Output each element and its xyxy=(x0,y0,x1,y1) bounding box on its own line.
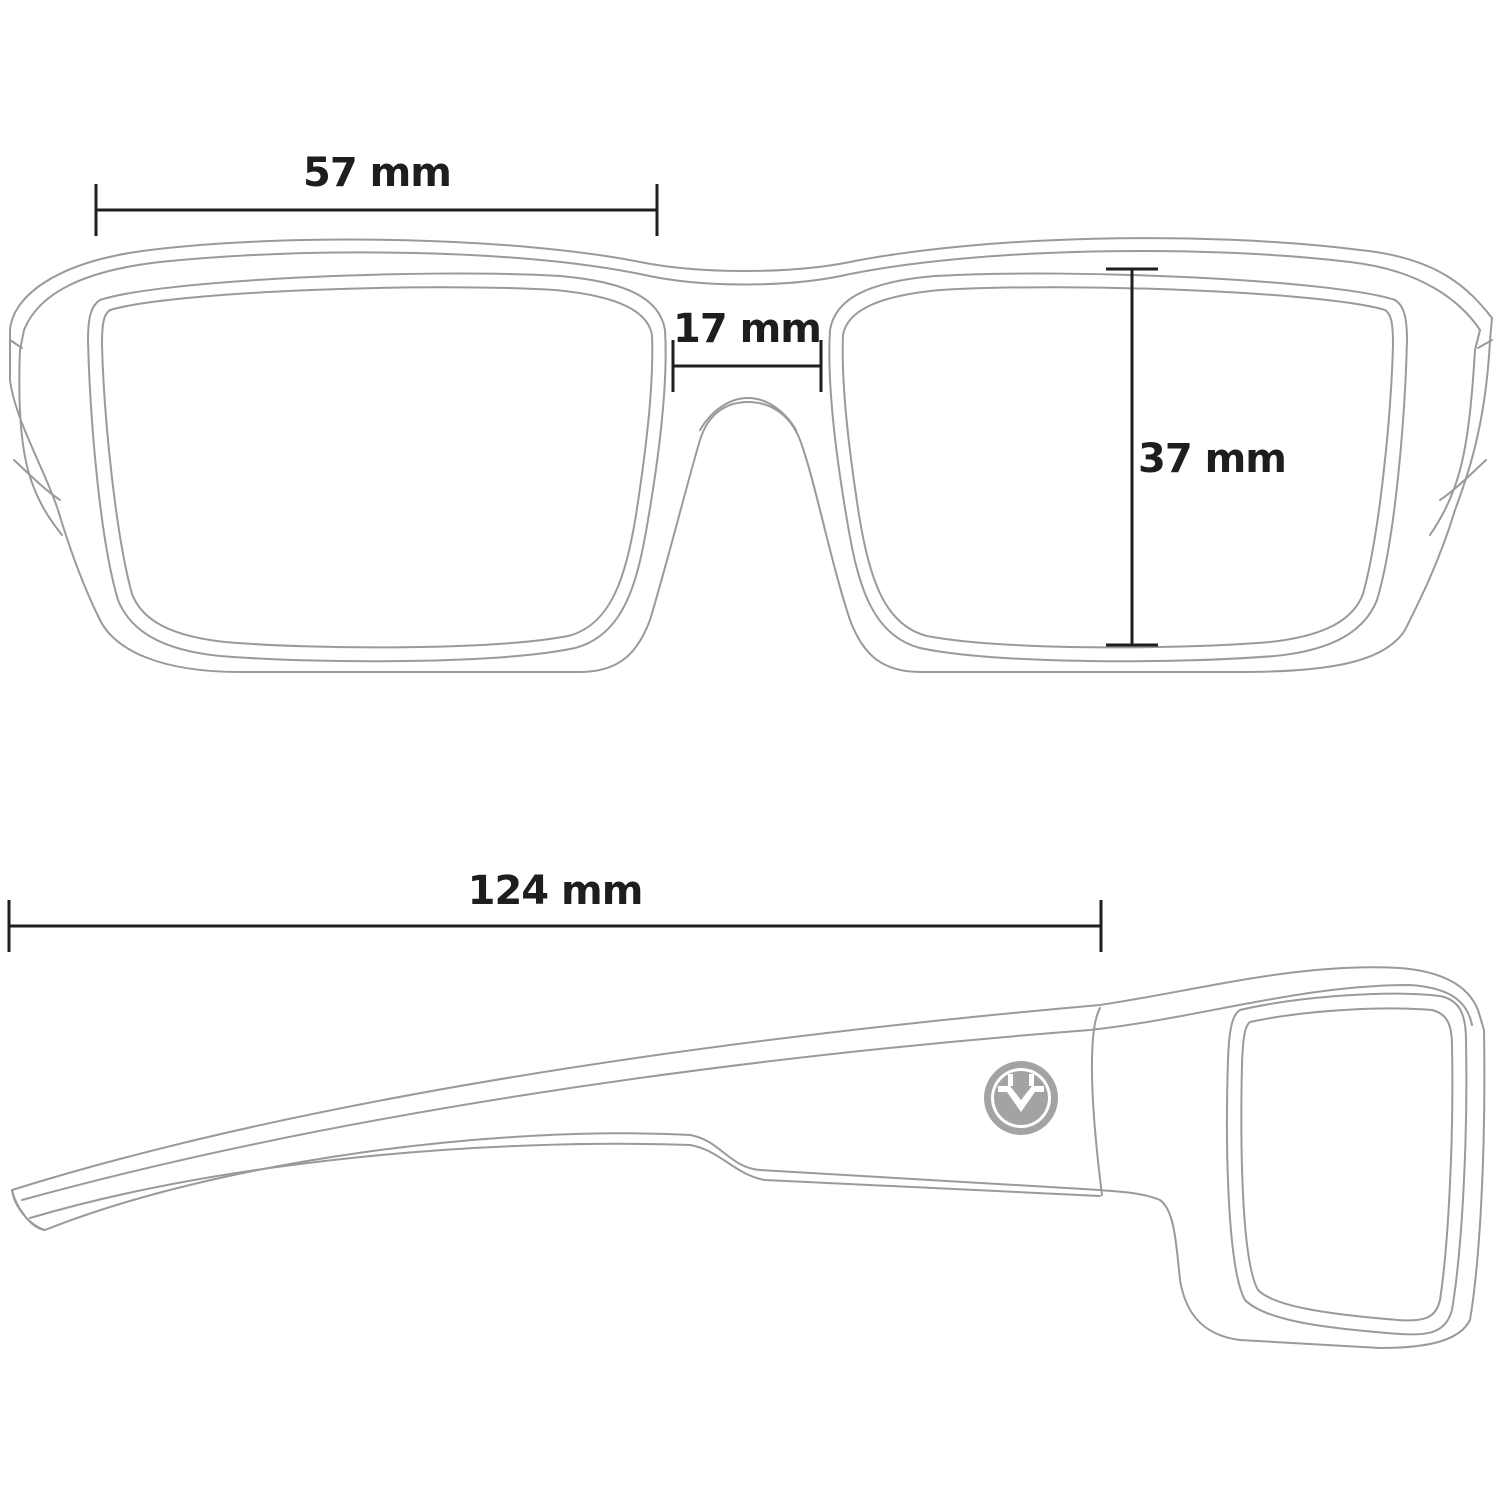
temple-arm-outline xyxy=(11,966,1486,1349)
bridge-width-label: 17 mm xyxy=(673,306,821,352)
front-left-hinge-inner xyxy=(9,339,61,501)
temple-tip xyxy=(11,1189,46,1231)
right-lens-rim-inner xyxy=(841,286,1394,649)
front-frame-outline xyxy=(9,237,1493,673)
dimension-lens-height: 37 mm xyxy=(1106,267,1287,647)
temple-arm-lower-line xyxy=(29,1142,1101,1219)
right-lens-rim-outer xyxy=(828,272,1408,663)
temple-arm-upper-line xyxy=(21,984,1473,1201)
lens-height-label: 37 mm xyxy=(1138,436,1286,482)
side-lens-inner xyxy=(1240,1007,1454,1322)
dimension-temple-length: 124 mm xyxy=(7,868,1103,952)
temple-length-label: 124 mm xyxy=(468,868,643,914)
left-lens-rim-outer xyxy=(87,272,667,663)
dimension-bridge-width: 17 mm xyxy=(671,306,823,392)
side-view xyxy=(11,966,1486,1349)
side-lens-outer xyxy=(1225,992,1468,1336)
nose-bridge-arch xyxy=(699,397,797,431)
left-lens-rim-inner xyxy=(101,286,654,649)
front-right-hinge xyxy=(1429,329,1481,536)
brand-logo-icon xyxy=(984,1061,1058,1135)
lens-width-label: 57 mm xyxy=(303,150,451,196)
hinge-divider xyxy=(1090,1007,1103,1196)
front-left-hinge xyxy=(18,329,63,536)
front-view xyxy=(9,237,1493,673)
front-top-rim xyxy=(23,249,1481,331)
front-right-hinge-inner xyxy=(1439,339,1493,501)
dimension-lens-width: 57 mm xyxy=(94,150,659,236)
